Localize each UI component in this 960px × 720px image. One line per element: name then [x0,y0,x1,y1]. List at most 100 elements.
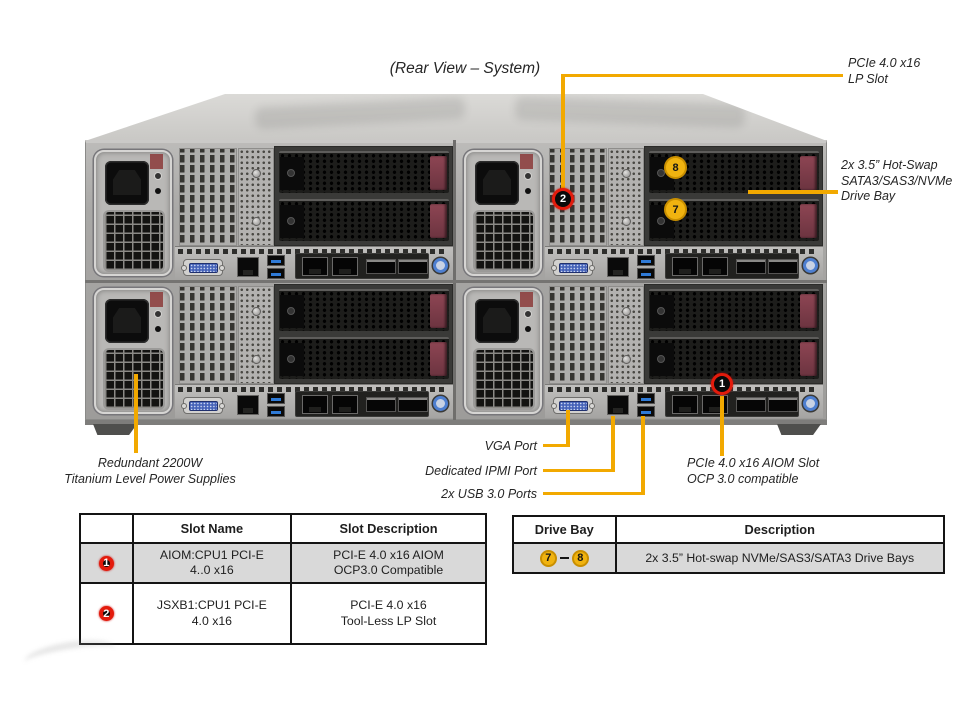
drive-tray-latch [650,343,674,376]
usb-port [267,255,285,266]
callout-line-ipmi-v [611,416,615,472]
power-supply [464,150,542,276]
drive-tray-lower [279,199,449,241]
perforated-panel [608,148,644,246]
lan-port [332,395,358,414]
slot-table-header-marker [79,513,134,544]
slot-table: Slot Name Slot Description 1 AIOM:CPU1 P… [79,513,487,645]
low-profile-slot-vent [549,286,607,384]
power-supply [464,288,542,414]
usb3-ports [267,255,285,280]
drive-tray-latch [280,157,304,190]
sfp-port [366,259,396,274]
marker-1-aiom-slot: 1 [711,373,733,395]
server-rear-illustration [85,94,827,435]
psu-status-led [154,172,162,180]
usb-tongue [641,259,651,263]
drive-release-tab [800,156,817,190]
ac-inlet-pins [113,308,141,333]
screw [252,355,261,364]
io-panel [545,384,823,418]
drive-release-tab [430,342,447,376]
ipmi-lan-port [237,257,259,277]
psu-button [155,326,161,332]
drive-tray-upper [279,151,449,193]
slot-table-header-name: Slot Name [131,513,293,544]
vga-screw [181,403,187,409]
io-vent-holes [548,249,818,254]
usb-tongue [271,410,281,414]
vga-screw [589,403,595,409]
chassis-foot [93,424,137,435]
table-marker-7: 7 [539,549,557,567]
callout-line-vga-h [543,443,569,447]
callout-line-aiom [720,396,724,456]
lan-port [302,395,328,414]
psu-status-led [524,172,532,180]
callout-line-vga-v [566,410,570,447]
thumbscrew [433,258,448,273]
usb-port [637,406,655,417]
io-vent-holes [548,387,818,392]
sfp-port [768,259,798,274]
perforated-panel [238,148,274,246]
sfp-port [768,397,798,412]
marker-8-drive-bay: 8 [664,156,687,179]
table-marker-1: 1 [98,555,114,571]
ac-inlet-pins [483,170,511,195]
ipmi-lan-port [607,395,629,415]
ac-inlet-pins [113,170,141,195]
ac-inlet-socket [105,161,149,205]
psu-fan-grille [473,348,535,410]
aiom-module [665,253,799,279]
thumbscrew [803,396,818,411]
screw [252,307,261,316]
ipmi-lan-port [607,257,629,277]
label-usb-ports: 2x USB 3.0 Ports [441,487,537,501]
vga-pins [189,401,218,411]
power-supply [94,288,172,414]
label-power-supplies: Redundant 2200W Titanium Level Power Sup… [64,456,236,486]
lid-reflection [254,96,466,130]
psu-fan-grille [103,210,165,272]
drive-release-tab [430,294,447,328]
vga-screw [219,265,225,271]
drive-tray-latch [650,295,674,328]
callout-line-lp-slot-v [561,74,565,190]
usb-tongue [641,410,651,414]
vga-screw [219,403,225,409]
lan-port [702,395,728,414]
vga-screw [551,403,557,409]
sfp-port [366,397,396,412]
drive-bay-area [644,284,823,384]
callout-line-drive-bay [748,190,838,194]
drive-tray-latch [280,343,304,376]
node-quadrant-top-right [457,146,823,280]
drive-release-tab [430,204,447,238]
table-marker-8: 8 [571,549,589,567]
drive-release-tab [800,294,817,328]
server-node [175,284,453,418]
drive-release-tab [800,204,817,238]
callout-line-psu [134,374,138,453]
drive-bay-area [274,284,453,384]
psu-warning-sticker [520,292,533,307]
io-vent-holes [178,249,448,254]
chassis-foot [777,424,821,435]
drive-bay-desc-cell: 2x 3.5” Hot-swap NVMe/SAS3/SATA3 Drive B… [614,542,946,574]
psu-warning-sticker [150,154,163,169]
node-quadrant-top-left [87,146,453,280]
label-aiom-slot: PCIe 4.0 x16 AIOM Slot OCP 3.0 compatibl… [687,456,820,486]
psu-warning-sticker [150,292,163,307]
aiom-module [295,391,429,417]
callout-line-usb-v [641,416,645,495]
server-node [545,284,823,418]
psu-warning-sticker [520,154,533,169]
watermark-smudge [22,634,118,676]
power-supply [94,150,172,276]
label-pcie-lp-slot: PCIe 4.0 x16 LP Slot [848,56,921,86]
io-vent-holes [178,387,448,392]
